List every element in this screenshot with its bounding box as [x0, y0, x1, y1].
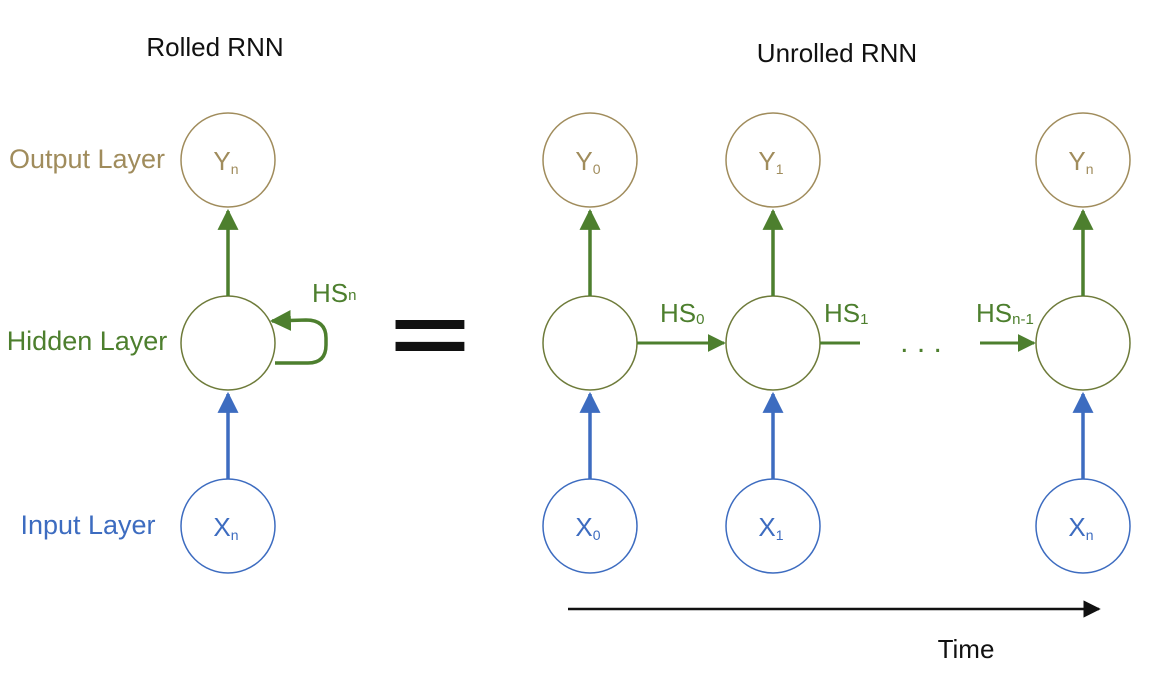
rolled-hidden-node	[180, 295, 276, 391]
unrolled-hidden-node-2	[1035, 295, 1131, 391]
hidden-state-sub-0: 0	[696, 311, 704, 328]
unrolled-output-sub-2: n	[1086, 161, 1094, 177]
rolled-self-loop-arrow	[269, 309, 328, 365]
unrolled-output-node-2	[1035, 112, 1131, 208]
rolled-input-sub: n	[231, 527, 239, 543]
hidden-state-sub-2: n-1	[1012, 311, 1034, 328]
rolled-input-main: X	[213, 512, 230, 542]
ellipsis: . . .	[900, 326, 942, 359]
unrolled-output-main-1: Y	[758, 146, 775, 176]
hidden-state-label-2: HSn-1	[976, 298, 1034, 328]
input-layer-label: Input Layer	[20, 510, 155, 540]
rolled-input-label: Xn	[213, 512, 238, 543]
time-label: Time	[938, 634, 995, 664]
equals-sign: =	[384, 268, 476, 396]
unrolled-input-sub-0: 0	[593, 527, 601, 543]
unrolled-output-label-0: Y0	[575, 146, 600, 177]
rolled-output-node	[180, 112, 276, 208]
unrolled-hidden-node-0	[542, 295, 638, 391]
unrolled-input-label-0: X0	[575, 512, 600, 543]
unrolled-input-main-1: X	[758, 512, 775, 542]
unrolled-output-node-0	[542, 112, 638, 208]
unrolled-output-main-0: Y	[575, 146, 592, 176]
hidden-state-main-2: HS	[976, 298, 1012, 328]
hidden-state-label-0: HS0	[660, 298, 704, 328]
unrolled-rnn: Y0 X0 Y1 X1 Yn Xn HS0 HS1 . . . HSn-1 Ti…	[542, 112, 1131, 664]
unrolled-output-main-2: Y	[1068, 146, 1085, 176]
rolled-rnn: Yn Xn HSn	[180, 112, 356, 574]
unrolled-output-sub-1: 1	[776, 161, 784, 177]
rolled-output-sub: n	[231, 161, 239, 177]
unrolled-output-label-1: Y1	[758, 146, 783, 177]
rolled-hs-label: HSn	[312, 278, 356, 308]
unrolled-output-sub-0: 0	[593, 161, 601, 177]
unrolled-input-sub-1: 1	[776, 527, 784, 543]
hidden-state-main-0: HS	[660, 298, 696, 328]
unrolled-output-node-1	[725, 112, 821, 208]
hidden-state-sub-1: 1	[860, 311, 868, 328]
unrolled-input-sub-2: n	[1086, 527, 1094, 543]
unrolled-rnn-title: Unrolled RNN	[757, 38, 917, 68]
hidden-layer-label: Hidden Layer	[7, 326, 168, 356]
rolled-rnn-title: Rolled RNN	[146, 32, 283, 62]
rolled-output-main: Y	[213, 146, 230, 176]
unrolled-hidden-node-1	[725, 295, 821, 391]
output-layer-label: Output Layer	[9, 144, 165, 174]
unrolled-input-main-2: X	[1068, 512, 1085, 542]
unrolled-output-label-2: Yn	[1068, 146, 1093, 177]
hidden-state-label-1: HS1	[824, 298, 868, 328]
rolled-output-label: Yn	[213, 146, 238, 177]
rolled-hs-main: HS	[312, 278, 348, 308]
rolled-hs-sub: n	[348, 287, 356, 304]
unrolled-input-label-2: Xn	[1068, 512, 1093, 543]
unrolled-input-main-0: X	[575, 512, 592, 542]
unrolled-input-label-1: X1	[758, 512, 783, 543]
hidden-state-main-1: HS	[824, 298, 860, 328]
